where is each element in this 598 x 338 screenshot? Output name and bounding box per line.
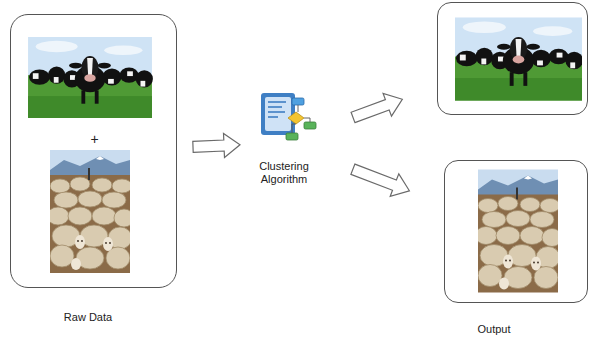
block-arrow — [351, 164, 410, 196]
cow-photo — [28, 37, 153, 118]
block-arrow — [193, 134, 240, 158]
algorithm-node: Clustering Algorithm — [245, 88, 323, 198]
sheep-photo — [475, 170, 562, 293]
panel-label: Raw Data — [48, 311, 128, 324]
plus-sign: + — [11, 131, 178, 148]
algorithm-icon — [261, 93, 316, 140]
sheep-photo — [47, 150, 134, 273]
algorithm-label: Clustering Algorithm — [245, 160, 323, 186]
input-panel: +Raw Data — [10, 14, 177, 288]
block-arrow — [351, 94, 402, 123]
panel-label: Output — [454, 323, 534, 336]
cow-photo — [455, 17, 583, 100]
output-panel: Output — [444, 160, 588, 303]
output-panel — [437, 2, 588, 115]
